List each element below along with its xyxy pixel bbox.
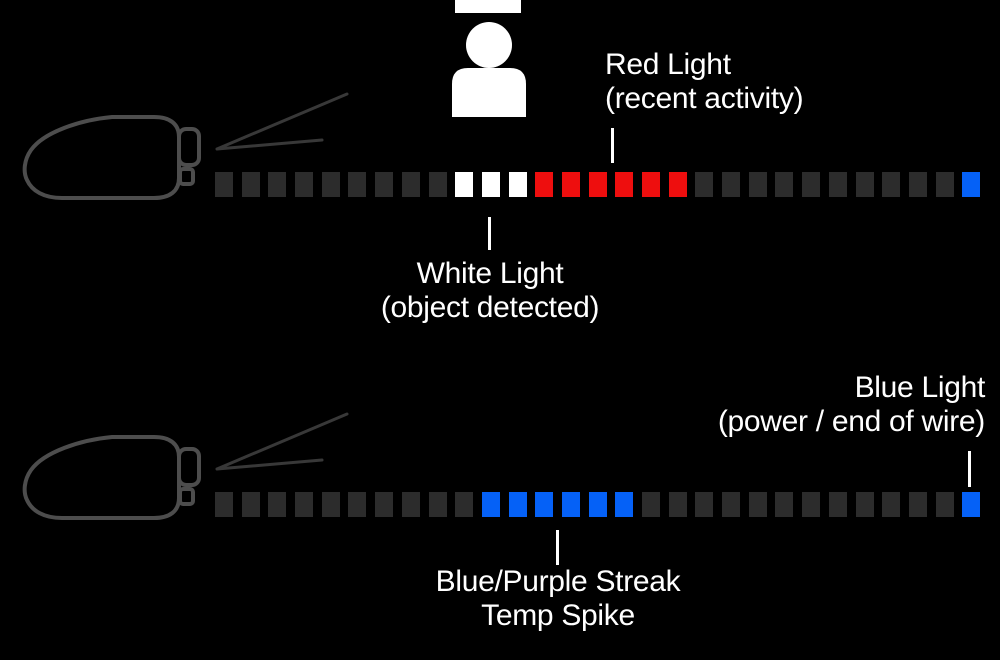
streak-callout-line [556,530,559,565]
led-square-blue [588,492,607,517]
led-square-off [268,172,287,197]
led-square-red [561,172,580,197]
led-square-off [295,172,314,197]
led-square-off [695,492,714,517]
led-square-off [428,492,447,517]
led-strip-top [215,172,981,197]
led-square-off [348,172,367,197]
led-square-off [722,492,741,517]
led-square-white [481,172,500,197]
led-square-blue [508,492,527,517]
led-square-blue [481,492,500,517]
led-square-off [802,492,821,517]
white-light-callout-line [488,217,491,250]
white-light-label-line2: (object detected) [380,291,600,324]
streak-label-line1: Blue/Purple Streak [435,565,681,598]
led-square-off [241,172,260,197]
led-square-off [828,492,847,517]
led-square-off [748,492,767,517]
field-of-view-lines-icon [215,92,349,151]
led-square-off [401,172,420,197]
led-square-blue [962,172,981,197]
led-square-blue [535,492,554,517]
led-square-off [428,172,447,197]
led-square-red [615,172,634,197]
led-square-off [668,492,687,517]
led-square-off [401,492,420,517]
led-square-off [828,172,847,197]
led-square-off [935,492,954,517]
led-square-off [321,492,340,517]
blue-light-label: Blue Light (power / end of wire) [718,371,985,439]
streak-label-line2: Temp Spike [481,599,635,632]
led-square-blue [615,492,634,517]
led-square-white [508,172,527,197]
led-square-off [215,172,233,197]
led-square-off [855,172,874,197]
red-light-callout-line [611,128,614,163]
blue-light-label-line1: Blue Light [854,371,986,404]
led-square-off [775,172,794,197]
led-square-off [908,172,927,197]
led-square-off [215,492,233,517]
blue-light-callout-line [968,451,971,487]
led-square-off [642,492,660,517]
led-square-off [855,492,874,517]
led-square-off [348,492,367,517]
led-square-off [695,172,714,197]
streak-label: Blue/Purple Streak Temp Spike [358,565,758,633]
led-square-off [802,172,821,197]
sensor-device-icon [22,435,201,520]
led-strip-bottom [215,492,981,517]
led-square-red [535,172,554,197]
led-square-blue [561,492,580,517]
led-square-white [455,172,474,197]
led-square-red [668,172,687,197]
clipped-white-shape [455,0,521,13]
sensor-device-icon [22,115,201,200]
led-square-off [375,492,394,517]
led-square-off [295,492,314,517]
led-square-off [775,492,794,517]
blue-light-label-line2: (power / end of wire) [717,405,985,438]
field-of-view-lines-icon [215,412,349,471]
led-square-off [268,492,287,517]
person-icon [452,22,526,117]
led-square-blue [962,492,981,517]
led-square-off [908,492,927,517]
led-square-off [375,172,394,197]
led-square-off [935,172,954,197]
led-square-off [748,172,767,197]
led-square-off [241,492,260,517]
led-square-off [455,492,474,517]
white-light-label-line1: White Light [416,257,564,290]
led-square-off [882,492,901,517]
led-square-off [321,172,340,197]
red-light-label: Red Light (recent activity) [605,48,804,116]
led-square-off [882,172,901,197]
led-square-red [588,172,607,197]
led-square-off [722,172,741,197]
red-light-label-line2: (recent activity) [605,82,804,115]
white-light-label: White Light (object detected) [290,257,690,325]
led-square-red [642,172,660,197]
red-light-label-line1: Red Light [605,48,731,81]
